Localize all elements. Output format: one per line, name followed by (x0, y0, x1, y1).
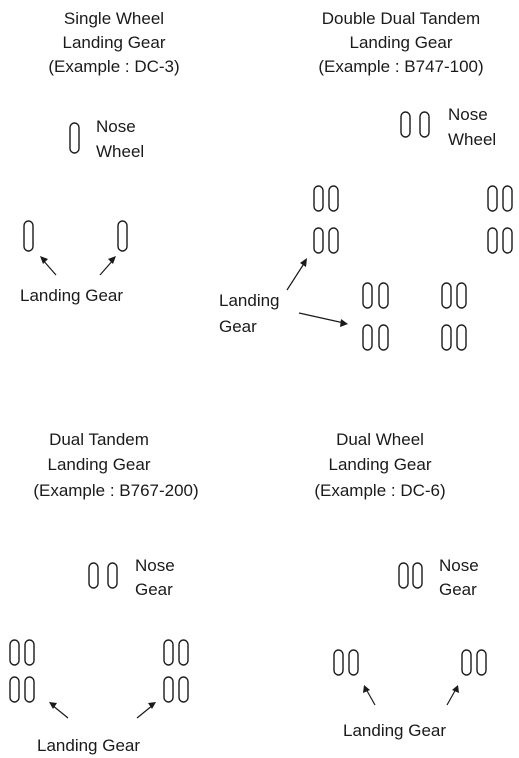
wheel (398, 562, 409, 589)
landing-gear-label-line-2: Gear (219, 317, 257, 336)
landing-gear-label: Landing Gear (20, 286, 123, 305)
wheel (487, 227, 498, 254)
wheel (476, 649, 487, 676)
panel-title-line-1: Single Wheel (64, 9, 164, 28)
wheel (348, 649, 359, 676)
forward-left-gear (313, 185, 339, 254)
nose-gear-label-line-2: Gear (135, 580, 173, 599)
wheel (313, 227, 324, 254)
panel-single-wheel: Single Wheel Landing Gear (Example : DC-… (20, 9, 180, 305)
wheel (441, 324, 452, 351)
panel-title-line-1: Dual Wheel (336, 430, 424, 449)
panel-title-line-2: Landing Gear (62, 33, 165, 52)
panel-title-line-2: Landing Gear (47, 455, 150, 474)
wheel (362, 282, 373, 309)
wheel (419, 111, 430, 138)
wheel (502, 227, 513, 254)
wheel (487, 185, 498, 212)
arrow (298, 312, 348, 327)
arrow (363, 685, 376, 706)
wheel (163, 676, 174, 703)
panel-dual-tandem: Dual Tandem Landing Gear (Example : B767… (9, 430, 199, 755)
arrow (40, 256, 57, 276)
nose-wheel-group (400, 111, 430, 138)
panel-title-line-2: Landing Gear (349, 33, 452, 52)
arrow (286, 258, 307, 291)
panel-double-dual-tandem: Double Dual Tandem Landing Gear (Example… (219, 9, 513, 351)
wheel (362, 324, 373, 351)
wheel (24, 676, 35, 703)
nose-gear-label-line-1: Nose (439, 556, 479, 575)
panel-title-line-1: Double Dual Tandem (322, 9, 480, 28)
landing-gear-label: Landing Gear (37, 736, 140, 755)
rear-left-gear (362, 282, 389, 351)
wheel (178, 676, 189, 703)
wheel (400, 111, 411, 138)
main-gear-left (9, 639, 35, 703)
panel-dual-wheel: Dual Wheel Landing Gear (Example : DC-6)… (314, 430, 487, 740)
nose-wheel-group (69, 122, 80, 154)
wheel (23, 220, 34, 252)
nose-wheel-label-line-1: Nose (96, 117, 136, 136)
wheel (178, 639, 189, 666)
panel-title-line-3: (Example : DC-3) (48, 57, 179, 76)
nose-wheel-label-line-2: Wheel (448, 130, 496, 149)
wheel (163, 639, 174, 666)
landing-gear-label: Landing Gear (343, 721, 446, 740)
wheel (69, 122, 80, 154)
wheel (9, 676, 20, 703)
wheel (461, 649, 472, 676)
wheel (378, 324, 389, 351)
wheel (9, 639, 20, 666)
arrow (49, 702, 69, 719)
wheel (502, 185, 513, 212)
wheel (24, 639, 35, 666)
nose-gear-label-line-1: Nose (135, 556, 175, 575)
rear-right-gear (441, 282, 467, 351)
main-gear-left (333, 649, 359, 676)
wheel (412, 562, 423, 589)
arrow (99, 256, 116, 276)
panel-title-line-3: (Example : DC-6) (314, 481, 445, 500)
wheel (328, 185, 339, 212)
nose-wheel-label-line-2: Wheel (96, 142, 144, 161)
wheel (456, 282, 467, 309)
landing-gear-label-line-1: Landing (219, 291, 280, 310)
arrow (136, 702, 156, 719)
nose-gear-label-line-2: Gear (439, 580, 477, 599)
wheel (333, 649, 344, 676)
nose-gear-group (398, 562, 423, 589)
panel-title-line-3: (Example : B747-100) (318, 57, 483, 76)
wheel (107, 562, 118, 589)
wheel (117, 220, 128, 252)
wheel (328, 227, 339, 254)
arrow (446, 685, 459, 706)
nose-gear-group (88, 562, 118, 589)
wheel (441, 282, 452, 309)
wheel (378, 282, 389, 309)
main-gear-right (461, 649, 487, 676)
main-gear-group (23, 220, 128, 252)
wheel (313, 185, 324, 212)
wheel (456, 324, 467, 351)
panel-title-line-1: Dual Tandem (49, 430, 149, 449)
forward-right-gear (487, 185, 513, 254)
wheel (88, 562, 99, 589)
panel-title-line-2: Landing Gear (328, 455, 431, 474)
main-gear-right (163, 639, 189, 703)
panel-title-line-3: (Example : B767-200) (33, 481, 198, 500)
nose-wheel-label-line-1: Nose (448, 105, 488, 124)
